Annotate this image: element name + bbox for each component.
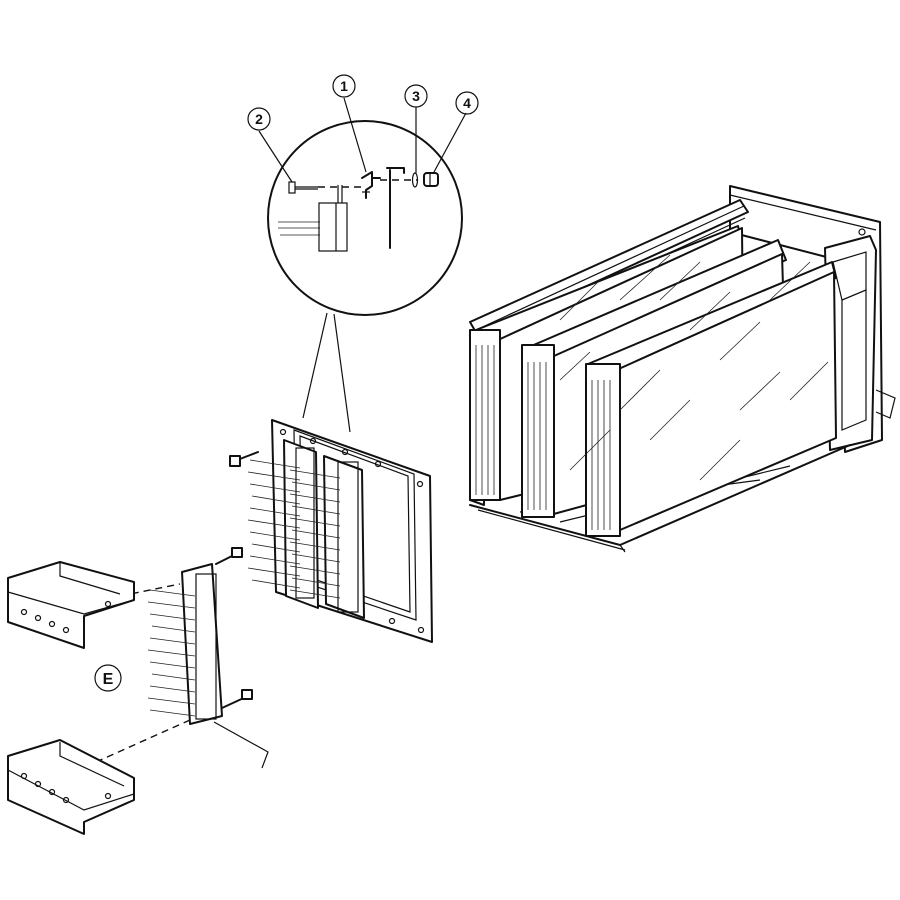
rack-card-connectors — [475, 345, 611, 530]
align-dash-top — [119, 583, 181, 597]
detail-circle — [267, 120, 463, 316]
svg-text:3: 3 — [412, 88, 420, 104]
callout-3: 3 — [404, 84, 428, 108]
module-pins — [147, 589, 196, 717]
module-body — [181, 563, 223, 725]
rod-part — [380, 167, 418, 249]
callout-1: 1 — [332, 74, 356, 98]
connector-frame — [229, 419, 433, 643]
callout-e: E — [94, 664, 122, 692]
detail-magnifier — [258, 97, 467, 433]
connector-block-1 — [283, 439, 319, 609]
svg-text:2: 2 — [255, 111, 263, 127]
module-screw-top — [215, 547, 243, 565]
top-rail — [7, 561, 135, 649]
frame-screw — [229, 451, 259, 467]
module-screw-bottom — [221, 689, 253, 709]
module-leader — [213, 721, 269, 769]
align-dash-bottom — [95, 719, 191, 763]
callout-4: 4 — [455, 91, 479, 115]
washer-part — [411, 172, 419, 188]
front-connector-module — [95, 547, 269, 769]
connector-part — [278, 185, 362, 252]
callout-2: 2 — [247, 107, 271, 131]
clip-part — [361, 171, 381, 199]
svg-text:1: 1 — [340, 78, 348, 94]
card-hatching — [559, 254, 829, 481]
connector-block-2 — [323, 455, 365, 619]
svg-text:4: 4 — [463, 95, 471, 111]
bottom-rail — [7, 739, 135, 835]
detail-leader-right — [333, 313, 351, 433]
nut-part — [423, 172, 439, 187]
detail-leader-left — [302, 312, 328, 419]
screw-part — [288, 181, 318, 194]
frame-pins — [247, 459, 341, 599]
svg-text:E: E — [103, 671, 114, 688]
card-rack — [469, 185, 896, 553]
